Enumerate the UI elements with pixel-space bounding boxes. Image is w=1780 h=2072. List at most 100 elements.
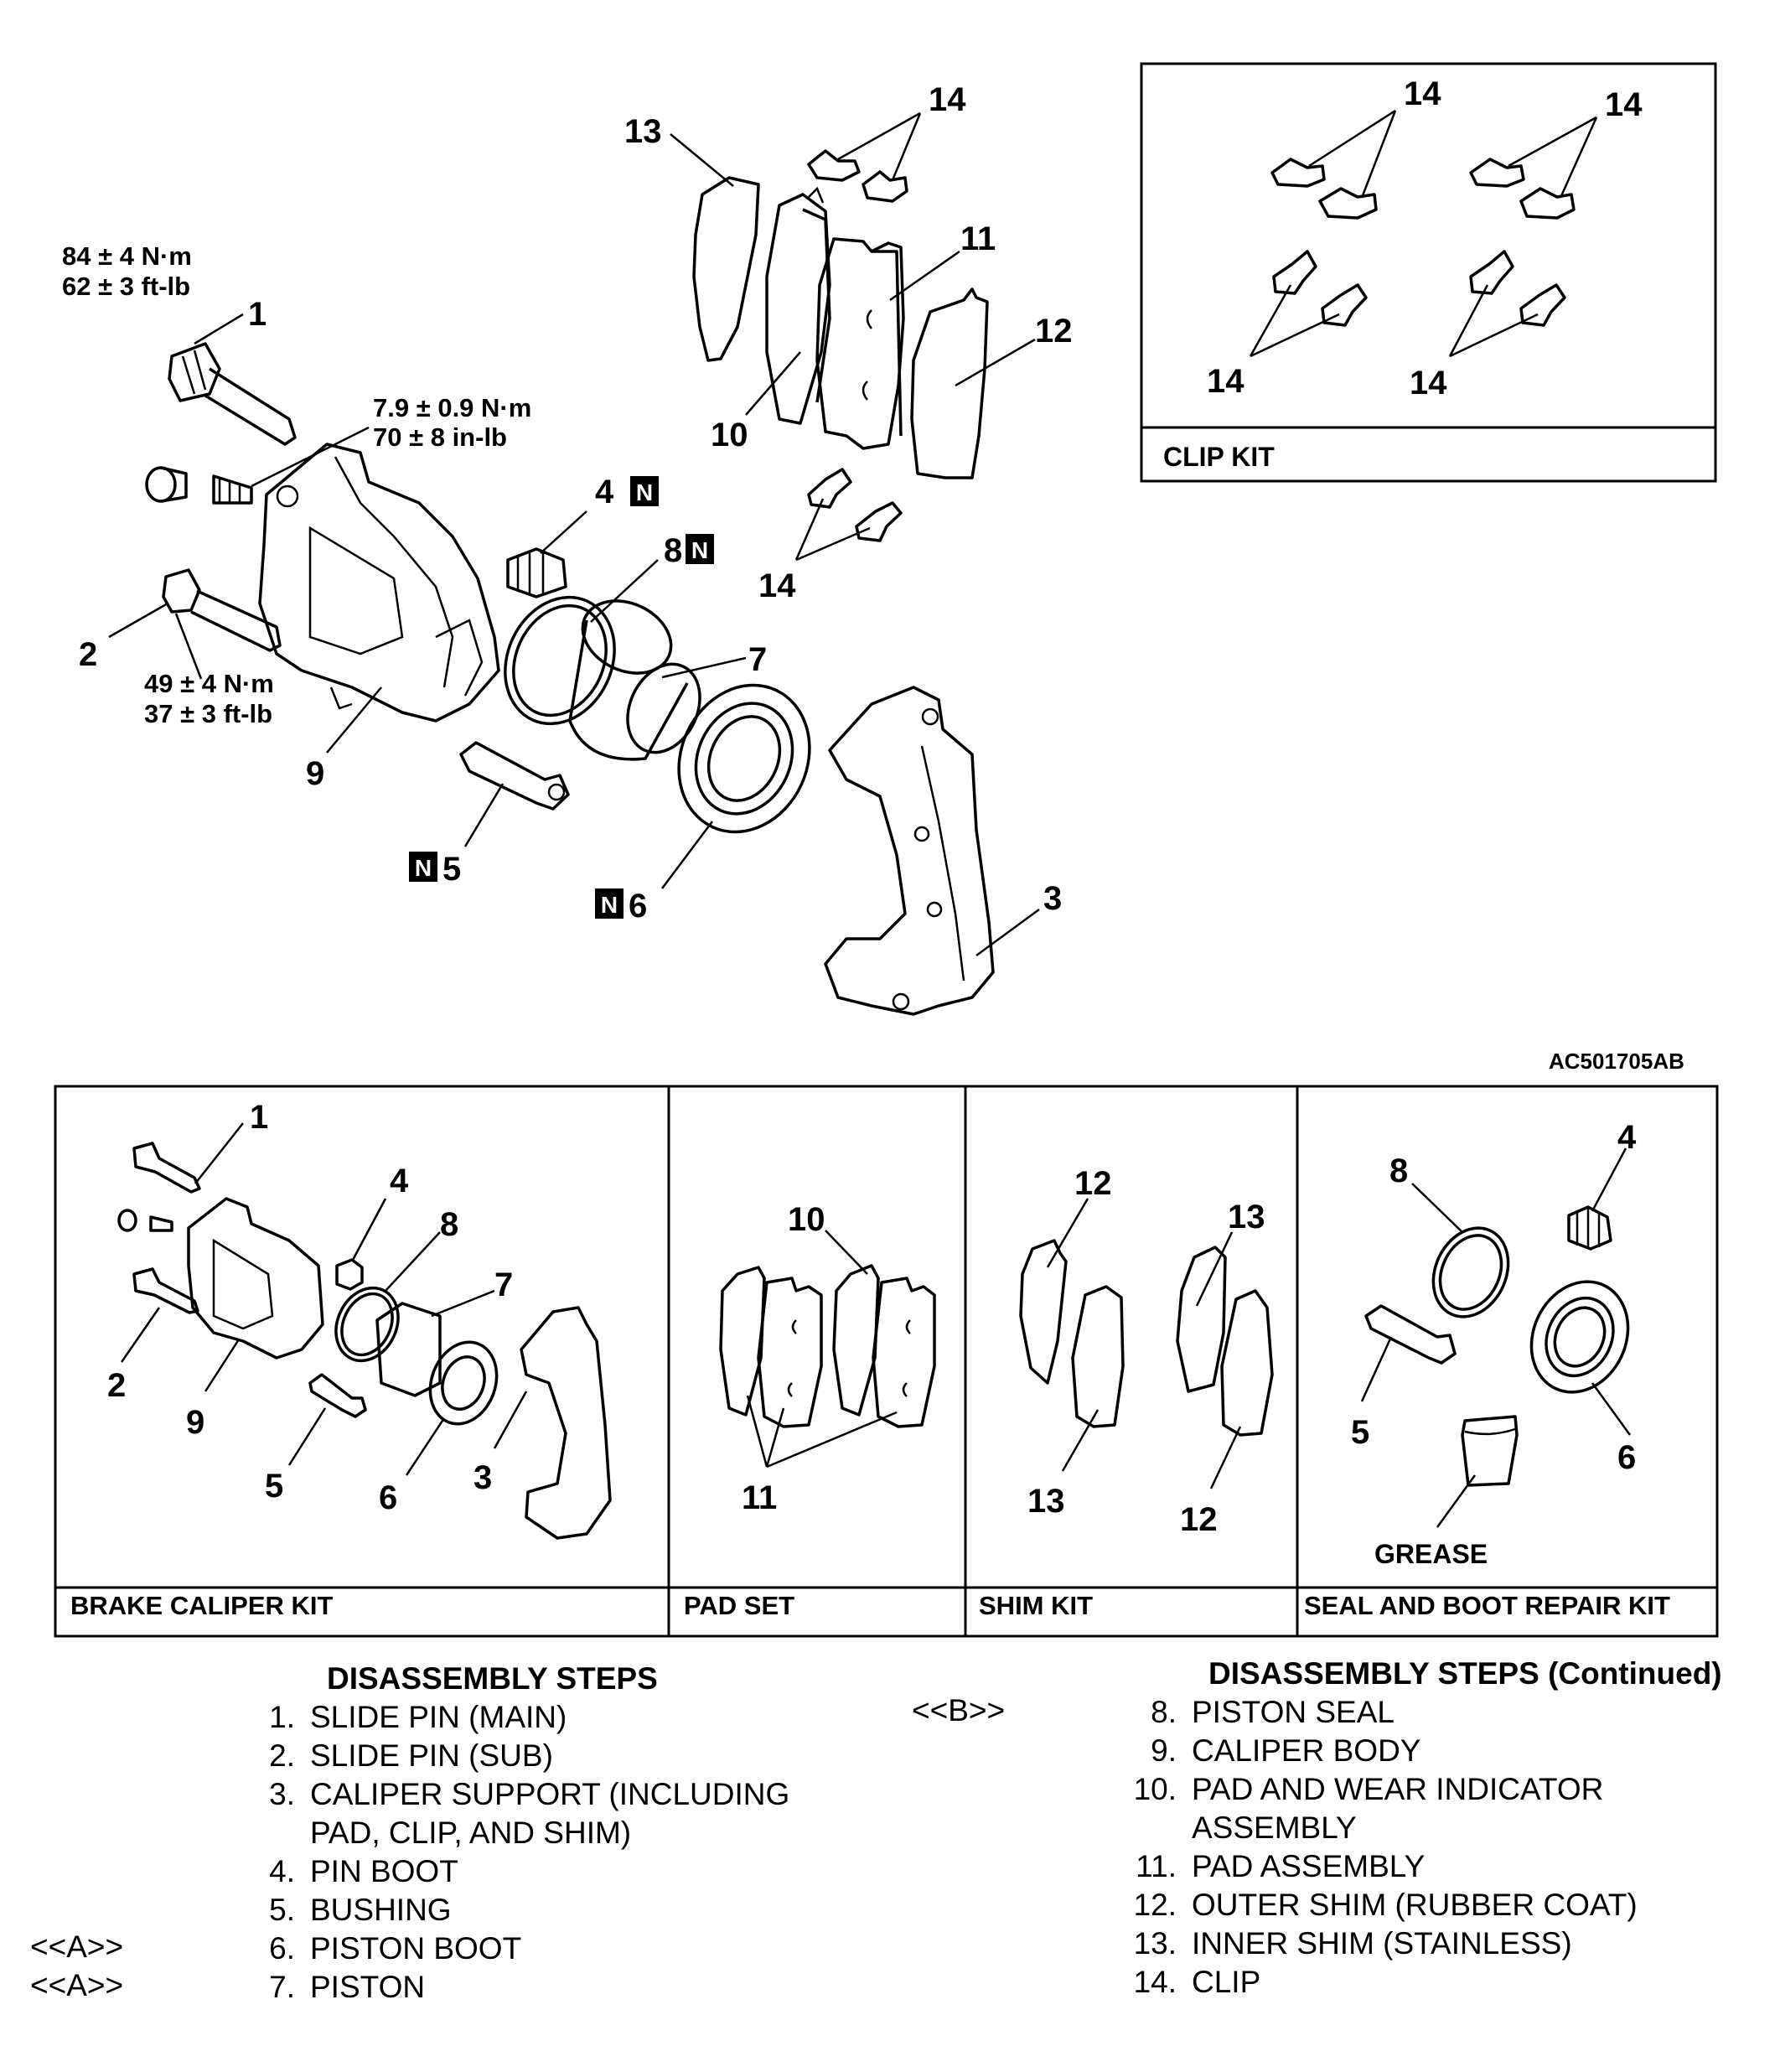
kit-title-shim-kit: SHIM KIT (979, 1591, 1093, 1620)
step-number: 5. (269, 1893, 295, 1927)
step-text: INNER SHIM (STAINLESS) (1192, 1926, 1572, 1961)
step-text: PAD, CLIP, AND SHIM) (310, 1816, 632, 1850)
piston-boot-part (677, 683, 811, 834)
step-number: 3. (269, 1777, 295, 1811)
kits-table (54, 1085, 1719, 1638)
torque-bleeder-nm: 7.9 ± 0.9 N·m (373, 393, 531, 422)
step-number: 6. (269, 1931, 295, 1966)
clip-kit-callout-d: 14 (1410, 365, 1447, 401)
kit-title-seal-boot: SEAL AND BOOT REPAIR KIT (1304, 1591, 1670, 1620)
step-row: 12. OUTER SHIM (RUBBER COAT) (1125, 1886, 1638, 1924)
step-text: PISTON BOOT (310, 1931, 522, 1966)
step-text: PIN BOOT (310, 1854, 458, 1888)
step-row: 6. PISTON BOOT (243, 1930, 789, 1968)
callout-5: 5 (442, 851, 461, 888)
step-number: 13. (1133, 1926, 1177, 1961)
torque-1-nm: 84 ± 4 N·m (62, 241, 192, 271)
step-text: CALIPER BODY (1192, 1733, 1421, 1768)
new-part-marker-8 (686, 534, 714, 564)
step-number: 12. (1133, 1888, 1177, 1922)
step-text: OUTER SHIM (RUBBER COAT) (1192, 1888, 1638, 1922)
step-row: 11.PAD ASSEMBLY (1125, 1847, 1638, 1886)
step-number: 14. (1133, 1965, 1177, 1999)
pad-assembly-part (815, 237, 905, 450)
callout-3: 3 (1043, 880, 1062, 917)
shim-kit-drawing (1019, 1239, 1274, 1437)
brake-caliper-kit-drawing (117, 1142, 612, 1540)
clip-kit-title: CLIP KIT (1163, 442, 1275, 472)
kit1-callout-5: 5 (265, 1468, 283, 1505)
slide-pin-sub-part (162, 568, 282, 652)
new-part-marker-6-text: N (601, 892, 618, 918)
callout-14-bottom: 14 (758, 567, 796, 604)
slide-pin-main-part (168, 342, 297, 446)
steps-left-heading: DISASSEMBLY STEPS (327, 1661, 658, 1696)
torque-2-nm: 49 ± 4 N·m (144, 669, 274, 698)
callout-10: 10 (711, 417, 748, 453)
bushing-part (459, 741, 570, 811)
steps-left: DISASSEMBLY STEPS (327, 1660, 658, 1698)
kit1-callout-6: 6 (379, 1479, 397, 1516)
new-part-marker-6 (595, 888, 624, 919)
step-row: 7.PISTON (243, 1968, 789, 2007)
seal-kit-callout-5: 5 (1351, 1414, 1369, 1451)
kit1-callout-8: 8 (440, 1206, 458, 1243)
kit1-callout-4: 4 (390, 1163, 409, 1199)
grease-label: GREASE (1374, 1539, 1488, 1569)
step-row: ASSEMBLY (1125, 1809, 1638, 1847)
step-number: 9. (1151, 1733, 1177, 1768)
clip-kit-box (1140, 62, 1717, 483)
pad-set-callout-10: 10 (788, 1201, 825, 1238)
step-row: 4.PIN BOOT (243, 1852, 789, 1891)
step-text: CLIP (1192, 1965, 1261, 1999)
new-part-marker-4-text: N (636, 479, 653, 505)
step-number (243, 1814, 310, 1852)
kit1-callout-3: 3 (473, 1459, 492, 1496)
new-part-marker-5 (409, 852, 437, 882)
clip-part-bottom (807, 468, 903, 542)
clip-kit-callout-b: 14 (1605, 86, 1643, 123)
new-part-marker-5-text: N (415, 855, 432, 881)
step-row: 10.PAD AND WEAR INDICATOR (1125, 1770, 1638, 1809)
step-row: 3.CALIPER SUPPORT (INCLUDING (243, 1775, 789, 1814)
kit-title-brake-caliper: BRAKE CALIPER KIT (70, 1591, 334, 1620)
clip-kit-clips (1270, 158, 1576, 327)
step-marker: <<A>> (30, 1968, 124, 2002)
callout-9: 9 (306, 755, 324, 792)
step-text: PISTON SEAL (1192, 1695, 1395, 1729)
callout-13: 13 (624, 113, 662, 150)
outer-shim-part (910, 287, 989, 479)
caliper-support-part (824, 686, 995, 1016)
callout-8: 8 (664, 532, 682, 569)
step-row: 14. CLIP (1125, 1963, 1638, 2002)
step-text: ASSEMBLY (1192, 1810, 1357, 1845)
callout-11: 11 (960, 220, 996, 257)
piston-seal-part (504, 595, 616, 726)
step-number: 2. (269, 1738, 295, 1773)
callout-1: 1 (248, 296, 266, 333)
step-row: 5. BUSHING (243, 1891, 789, 1930)
pad-set-drawing (719, 1264, 936, 1428)
step-row: 8.PISTON SEAL (1125, 1693, 1638, 1732)
kit1-callout-2: 2 (107, 1367, 126, 1404)
step-number: 10. (1133, 1772, 1177, 1806)
seal-boot-kit-drawing (1364, 1205, 1630, 1487)
shim-callout-12-a: 12 (1074, 1165, 1112, 1202)
step-text: BUSHING (310, 1893, 452, 1927)
pad-set-callout-11: 11 (742, 1479, 777, 1516)
step-row: 9. CALIPER BODY (1125, 1732, 1638, 1770)
kit-title-pad-set: PAD SET (684, 1591, 794, 1620)
callout-14-top: 14 (929, 81, 966, 118)
step-number: 7. (269, 1970, 295, 2004)
steps-right-heading: DISASSEMBLY STEPS (Continued) (1208, 1656, 1722, 1691)
piston-part (568, 599, 701, 761)
bleeder-screw-part (145, 466, 253, 505)
step-text: PAD ASSEMBLY (1192, 1849, 1426, 1883)
shim-callout-13-a: 13 (1027, 1483, 1065, 1520)
step-text: SLIDE PIN (MAIN) (310, 1700, 567, 1734)
callout-6: 6 (629, 888, 647, 925)
step-row: 1. SLIDE PIN (MAIN) (243, 1698, 789, 1737)
step-number: 1. (269, 1700, 295, 1734)
